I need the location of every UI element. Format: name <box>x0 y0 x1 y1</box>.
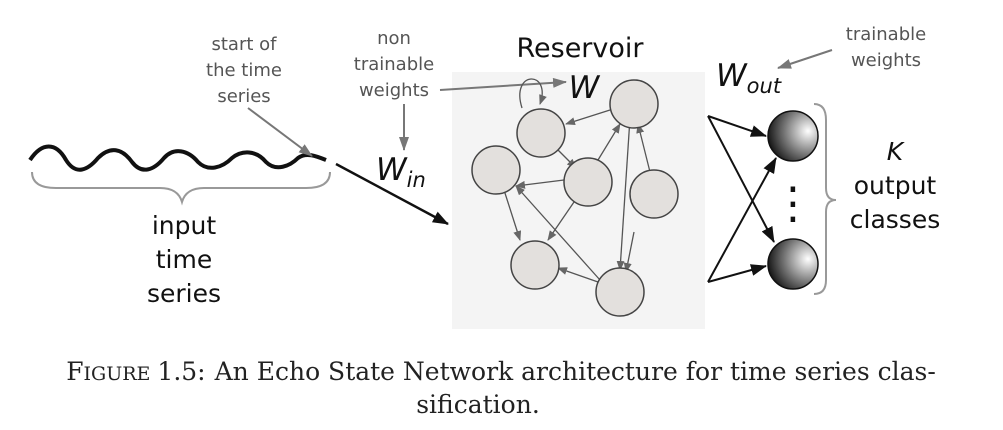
caption-text: An Echo State Network architecture for t… <box>214 357 936 386</box>
reservoir-edge <box>503 189 522 241</box>
start-annotation-arrow <box>247 107 313 157</box>
figure-caption-line2: sification. <box>416 390 540 419</box>
w-in-subscript: in <box>407 168 426 192</box>
output-arrow <box>707 264 767 283</box>
output-label-line2: classes <box>850 205 940 234</box>
reservoir-edge <box>565 109 611 126</box>
reservoir-edge <box>519 78 547 109</box>
input-label-line2: time <box>156 245 212 274</box>
reservoir-nodes <box>471 79 679 317</box>
w-in-label: Win <box>376 152 426 192</box>
caption-number: 1.5: <box>157 357 205 386</box>
input-brace <box>31 171 331 206</box>
w-in-symbol: W <box>376 152 408 188</box>
reservoir-edge <box>623 231 635 273</box>
start-label-line3: series <box>217 86 270 107</box>
output-arrow <box>707 115 767 137</box>
w-out-label: Wout <box>716 58 782 98</box>
reservoir-edge <box>547 201 575 241</box>
output-node-top <box>767 110 819 162</box>
trainable-label-line1: trainable <box>846 24 926 45</box>
caption-prefix-rest: IGURE <box>84 363 151 385</box>
input-time-series-wave <box>28 144 327 172</box>
start-label-line2: the time <box>206 60 282 81</box>
output-brace <box>813 103 837 295</box>
reservoir-node <box>516 108 566 158</box>
start-label-line1: start of <box>212 34 278 55</box>
reservoir-node <box>471 145 521 195</box>
output-arrow <box>707 157 777 283</box>
reservoir-node <box>609 79 659 129</box>
nontrainable-label-line2: trainable <box>354 54 434 75</box>
output-arrow <box>707 115 775 243</box>
input-label-line3: series <box>147 279 221 308</box>
caption-prefix-first: F <box>66 357 83 386</box>
w-out-subscript: out <box>747 74 782 98</box>
nontrainable-label-line1: non <box>377 28 411 49</box>
output-label-line1: output <box>854 171 937 200</box>
reservoir-title: Reservoir <box>516 33 644 64</box>
reservoir-edges <box>503 78 651 283</box>
reservoir-edge <box>515 179 565 189</box>
trainable-label-line2: weights <box>851 50 921 71</box>
reservoir-edge <box>636 123 651 173</box>
output-node-bottom <box>767 238 819 290</box>
trainable-annotation-arrow <box>777 49 833 69</box>
reservoir-edge <box>515 185 601 281</box>
input-label-line1: input <box>152 211 217 240</box>
reservoir-edge <box>616 117 631 271</box>
nontrainable-label-line3: weights <box>359 80 429 101</box>
output-ellipsis: ⋮ <box>771 178 815 229</box>
reservoir-weight-w: W <box>569 70 601 106</box>
input-arrow <box>335 162 449 226</box>
figure-caption-line1: FIGURE 1.5: An Echo State Network architec… <box>66 357 936 386</box>
reservoir-node <box>510 240 560 290</box>
reservoir-edge <box>557 267 599 283</box>
reservoir-node <box>563 157 613 207</box>
reservoir-node <box>629 169 679 219</box>
k-label: K <box>887 137 906 166</box>
nontrainable-annotation-arrow-right <box>439 77 567 91</box>
w-out-symbol: W <box>716 58 748 94</box>
reservoir-node <box>595 267 645 317</box>
reservoir-edge <box>597 123 621 161</box>
output-connections <box>707 115 777 283</box>
